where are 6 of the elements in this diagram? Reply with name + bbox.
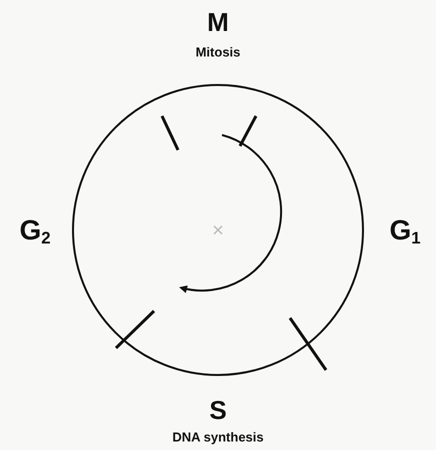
phase-letter: G$_{2}$ (19, 216, 51, 248)
phase-letter: M (207, 9, 229, 35)
phase-name: Mitosis (196, 46, 240, 58)
phase-letter: S (209, 397, 227, 423)
phase-name: DNA synthesis (172, 430, 264, 444)
phase-letter: G$_{1}$ (389, 216, 421, 248)
